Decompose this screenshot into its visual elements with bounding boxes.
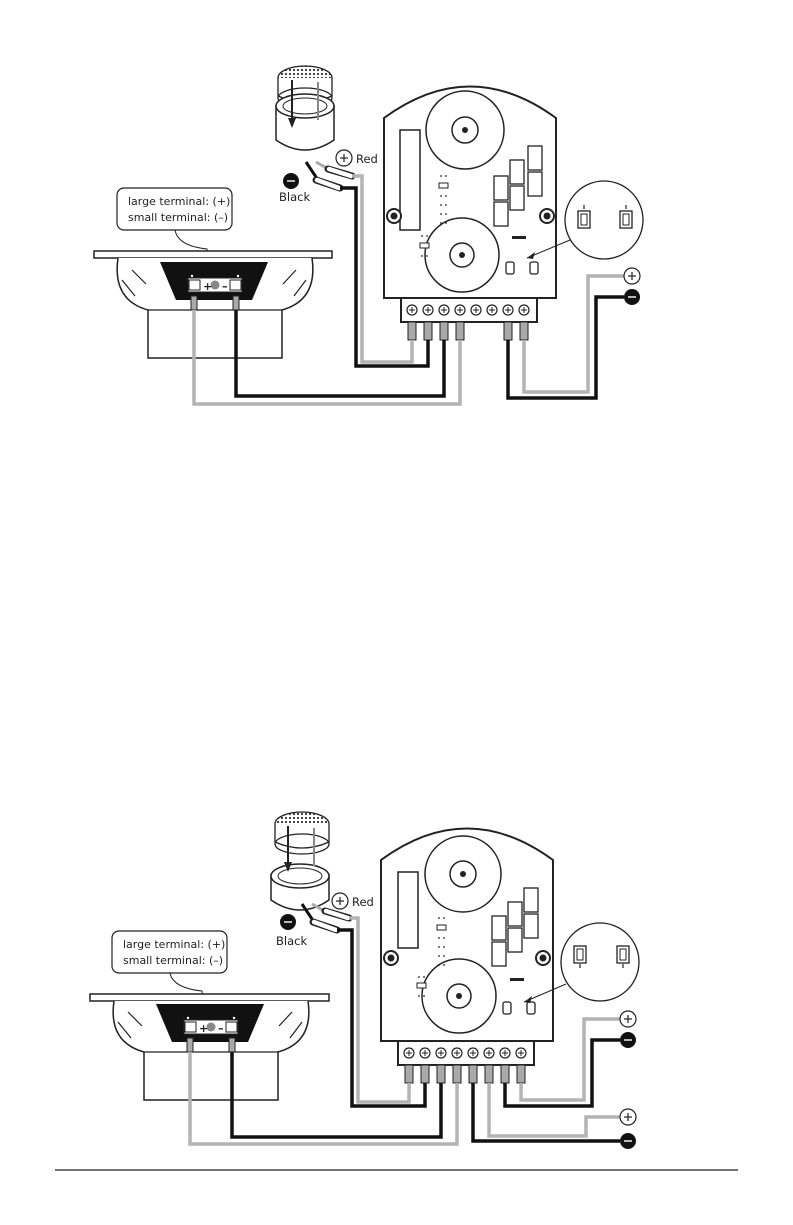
woofer: + –: [90, 994, 329, 1100]
terminal-block: [398, 1041, 534, 1083]
terminal-block: [401, 298, 537, 340]
tweeter-connector-negative: [316, 180, 340, 188]
tweeter-connector-negative: [313, 922, 337, 930]
callout-line-2: small terminal: (–): [123, 954, 223, 967]
callout-line-1: large terminal: (+): [128, 195, 230, 208]
woofer-minus-mark: –: [218, 1022, 224, 1035]
red-label: Red: [352, 895, 374, 909]
tweeter: [276, 66, 334, 150]
red-label: Red: [356, 152, 378, 166]
tweeter-connector-positive: [325, 911, 349, 918]
callout-line-2: small terminal: (–): [128, 211, 228, 224]
tweeter-connector-positive: [328, 169, 352, 176]
crossover-board: [381, 829, 553, 1042]
diagram-1: Red Black large terminal: (+) small term…: [94, 66, 643, 404]
black-label: Black: [276, 934, 307, 948]
woofer-plus-mark: +: [199, 1022, 208, 1035]
woofer-minus-mark: –: [222, 280, 228, 293]
woofer-plus-mark: +: [203, 280, 212, 293]
woofer: + –: [94, 251, 332, 358]
callout-line-1: large terminal: (+): [123, 938, 225, 951]
crossover-board: [384, 87, 556, 299]
black-label: Black: [279, 190, 310, 204]
diagram-2: Red Black large terminal: (+) small term…: [90, 812, 639, 1149]
tweeter: [271, 812, 329, 910]
